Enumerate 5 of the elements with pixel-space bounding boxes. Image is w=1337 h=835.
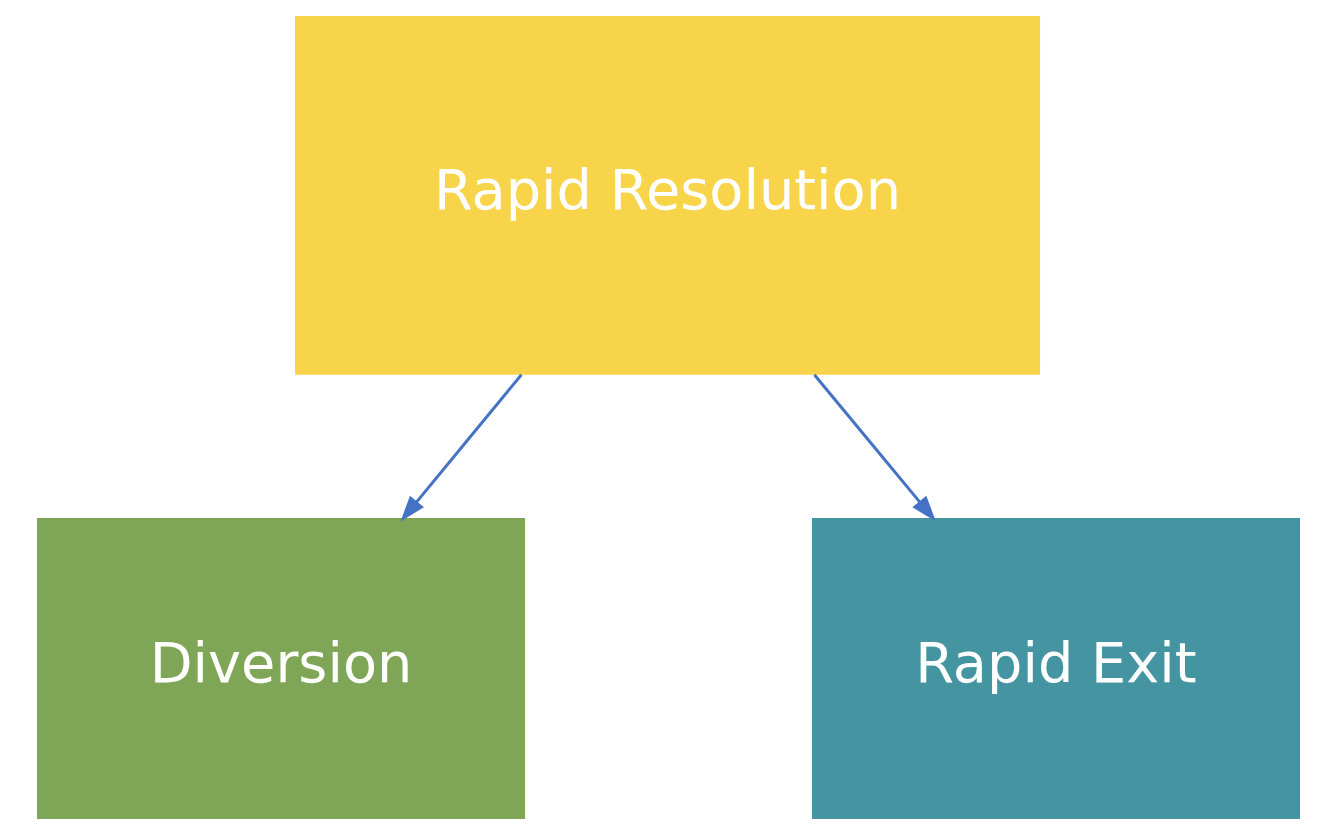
arrow: [813, 373, 936, 522]
node-box: Rapid Resolution: [294, 16, 1041, 375]
arrow: [400, 373, 523, 522]
node-box: Diversion: [36, 518, 526, 819]
node-box: Rapid Exit: [811, 518, 1301, 819]
